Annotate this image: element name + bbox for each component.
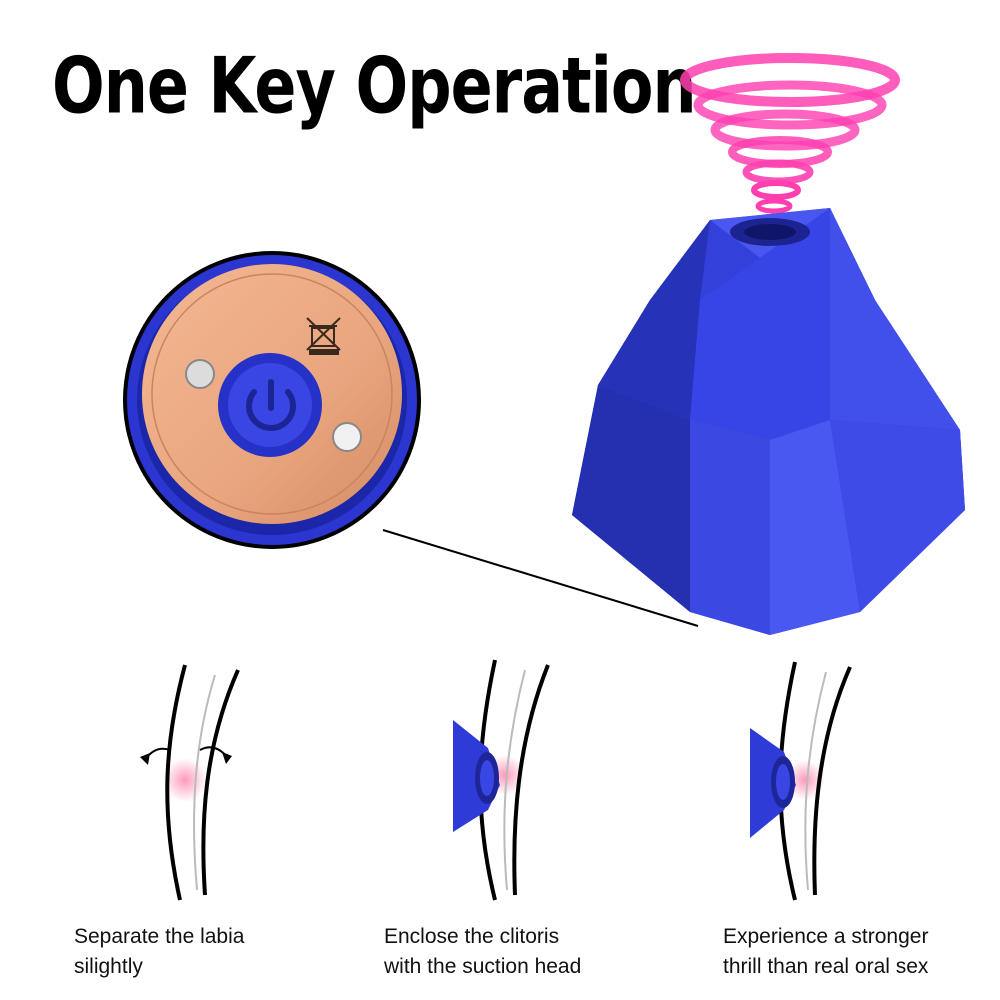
step3-illustration <box>750 661 852 901</box>
step2-caption: Enclose the clitoris with the suction he… <box>384 922 581 982</box>
device-body <box>572 208 965 635</box>
step3-caption: Experience a stronger thrill than real o… <box>723 922 928 982</box>
step1-caption-line2: silightly <box>74 955 143 978</box>
step3-caption-line2: thrill than real oral sex <box>723 955 929 978</box>
callout-line <box>382 529 699 627</box>
step2-caption-line1: Enclose the clitoris <box>384 925 560 948</box>
suction-vortex <box>680 53 900 237</box>
step2-illustration <box>453 659 550 901</box>
recycle-bin-crossed-icon <box>306 317 341 355</box>
power-icon[interactable] <box>246 379 296 431</box>
headline: One Key Operation <box>52 40 697 132</box>
step2-caption-line2: with the suction head <box>384 955 582 978</box>
step3-caption-line1: Experience a stronger <box>723 925 929 948</box>
step1-caption-line1: Separate the labia <box>74 925 245 948</box>
step1-illustration <box>140 664 240 901</box>
step1-caption: Separate the labia silightly <box>74 922 244 982</box>
